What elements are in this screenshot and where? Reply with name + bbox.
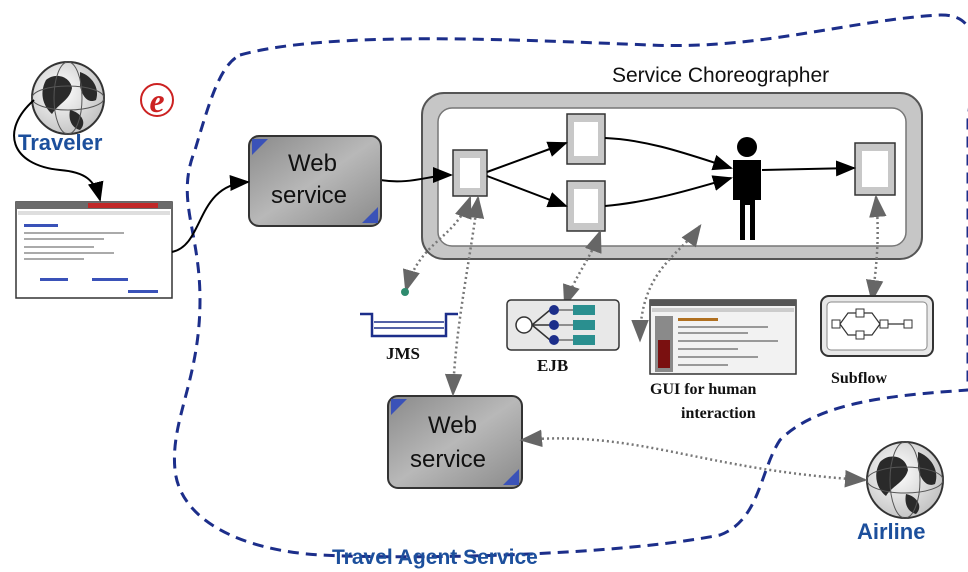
flow-node-start [452,149,488,197]
web-service-top-line2: service [271,182,348,209]
gui-screenshot-icon [649,299,797,375]
jms-queue-icon [360,288,458,338]
traveler-browser-screenshot [15,201,173,299]
traveler-globe-icon [31,61,105,135]
subflow-icon [820,295,934,357]
subflow-label: Subflow [831,370,888,387]
web-service-bottom-line1: Web [428,412,477,439]
traveler-label: Traveler [18,130,103,155]
airline-label: Airline [857,519,926,544]
flow-node-upper [566,113,606,165]
e-business-logo: e [140,83,174,120]
web-service-bottom-box [387,395,523,489]
ejb-label: EJB [537,356,569,375]
travel-agent-boundary [172,13,968,559]
person-icon [733,137,761,240]
travel-agent-service-label: Travel Agent Service [332,546,538,569]
web-service-bottom-line2: service [410,446,487,473]
jms-label: JMS [386,344,420,363]
gui-label-line2: interaction [681,405,756,422]
flow-node-end [854,142,896,196]
flow-node-lower [566,180,606,232]
gui-label-line1: GUI for human [650,381,757,398]
ejb-icon [506,299,620,351]
airline-globe-icon [866,441,944,519]
svg-text:e: e [149,83,164,120]
choreographer-label: Service Choreographer [612,64,830,87]
web-service-top-line1: Web [288,150,337,177]
